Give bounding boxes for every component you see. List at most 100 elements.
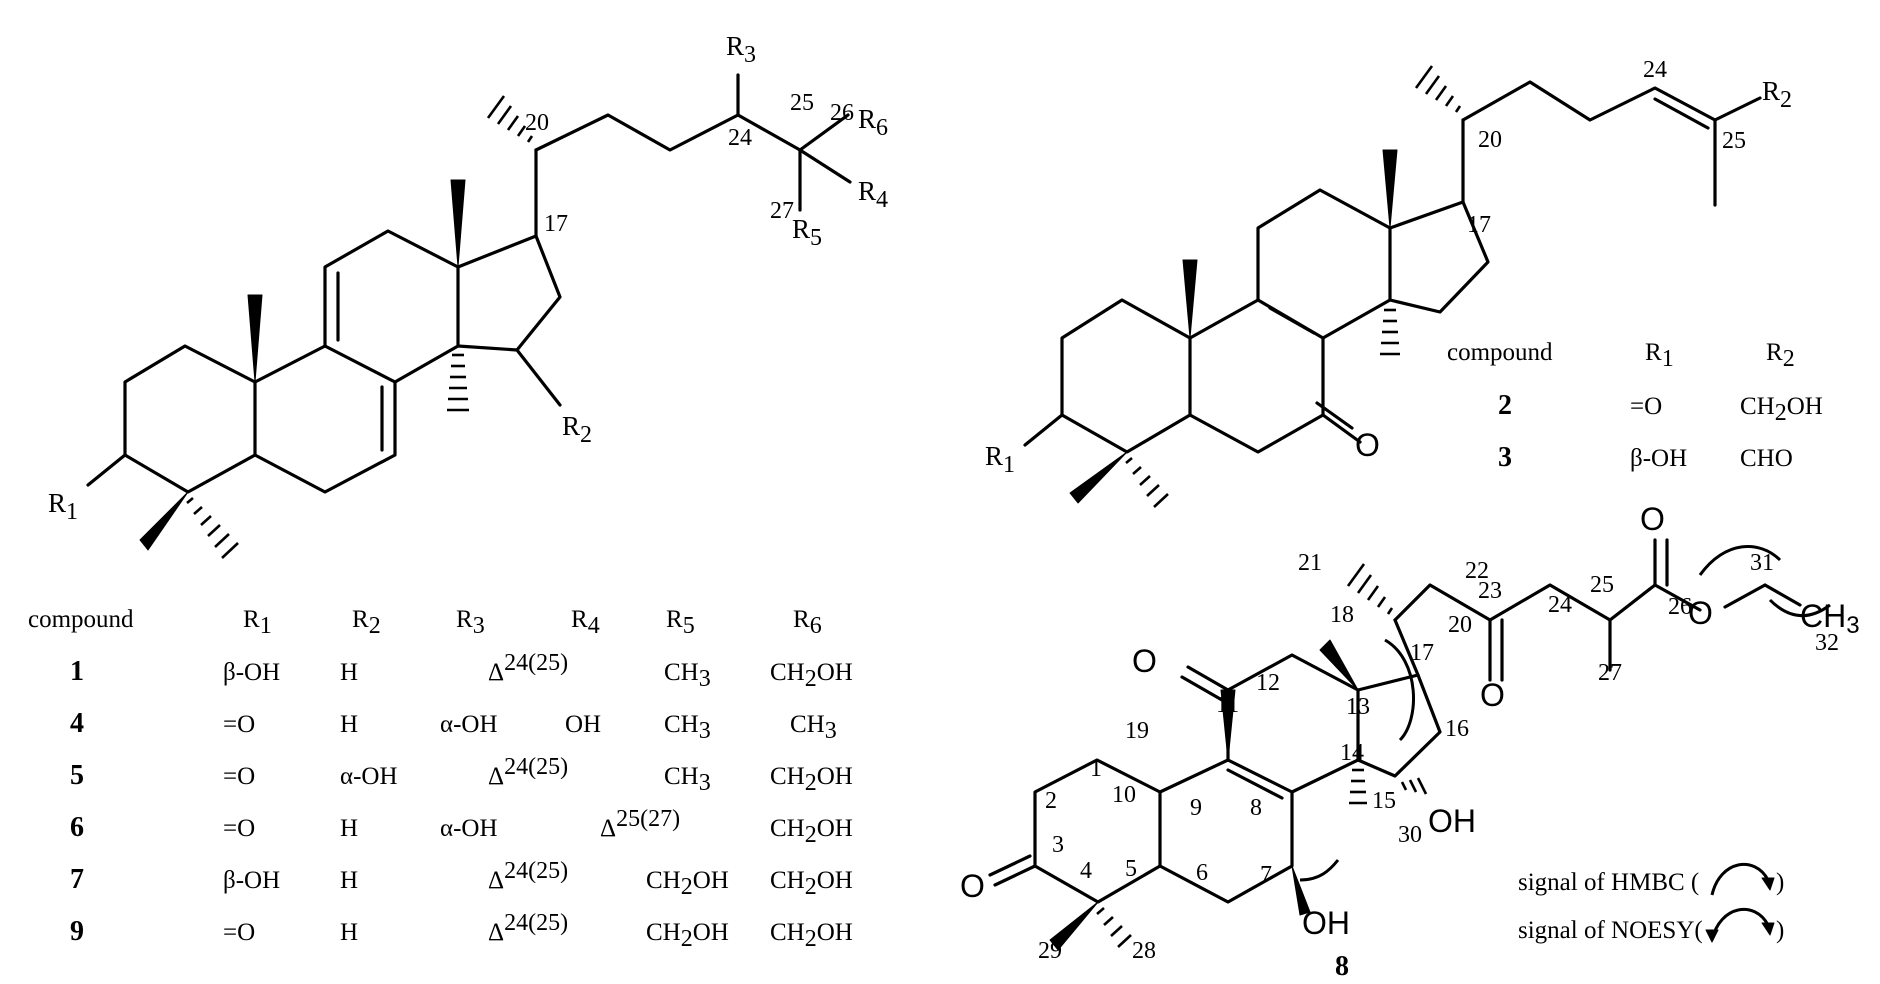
hash-bond <box>1414 65 1462 113</box>
cell-r1: =O <box>1630 393 1662 420</box>
locant: 13 <box>1346 694 1370 720</box>
compound-number: 3 <box>1498 442 1512 473</box>
locant: 11 <box>1216 692 1239 718</box>
cell-r4: OH <box>565 711 601 738</box>
cell-r2: H <box>340 659 358 686</box>
cell-r6: CH3 <box>790 711 837 744</box>
cell-delta: Δ24(25) <box>488 910 568 946</box>
compound-label: 8 <box>1335 951 1349 982</box>
locant: 17 <box>544 211 568 237</box>
locant: 29 <box>1038 938 1062 964</box>
locant: 9 <box>1190 795 1202 821</box>
table-header: R5 <box>666 606 695 639</box>
locant: 24 <box>728 125 752 151</box>
cell-r2: H <box>340 919 358 946</box>
locant: 31 <box>1750 550 1774 576</box>
cell-delta: Δ25(27) <box>600 806 680 842</box>
locant: 7 <box>1260 862 1272 888</box>
noesy-arrow-icon <box>1710 907 1770 941</box>
locant: 27 <box>1598 660 1622 686</box>
hash-bond <box>447 353 469 412</box>
structure-b: R2 R1 O 24 20 25 17 <box>985 57 1792 508</box>
locant: 17 <box>1467 212 1491 238</box>
hash-bond <box>1380 308 1400 356</box>
cell-r3: α-OH <box>440 815 498 842</box>
locant: 10 <box>1112 782 1136 808</box>
substituent-r1: R1 <box>985 441 1015 478</box>
locant: 16 <box>1445 716 1469 742</box>
locant: 26 <box>830 100 854 126</box>
cell-r5: CH3 <box>664 763 711 796</box>
noesy-legend-close: ) <box>1776 917 1784 944</box>
locant: 24 <box>1548 592 1572 618</box>
cell-r5: CH2OH <box>646 919 729 952</box>
compound-number: 1 <box>70 656 84 687</box>
hash-bond <box>1346 563 1394 615</box>
locant: 25 <box>1590 572 1614 598</box>
legend: signal of HMBC ( ) signal of NOESY( ) <box>1518 862 1784 944</box>
hmbc-legend: signal of HMBC ( <box>1518 869 1699 896</box>
cell-r1: =O <box>223 815 255 842</box>
noesy-arrowhead-icon <box>1761 922 1775 936</box>
cell-delta: Δ24(25) <box>488 754 568 790</box>
structure-a: R1 R2 R3 R4 R5 R6 20 24 25 26 17 27 <box>48 31 888 559</box>
table-header: compound <box>28 606 134 633</box>
locant: 2 <box>1045 788 1057 814</box>
locant: 15 <box>1372 788 1396 814</box>
locant: 19 <box>1125 718 1149 744</box>
table-header: compound <box>1447 339 1553 366</box>
locant: 1 <box>1090 756 1102 782</box>
hash-bond <box>1349 768 1367 805</box>
substituent-r3: R3 <box>726 31 756 68</box>
cell-r5: CH2OH <box>646 867 729 900</box>
table-header: R2 <box>352 606 381 639</box>
cell-r2: H <box>340 711 358 738</box>
hash-bond <box>1400 777 1428 795</box>
cell-r1: β-OH <box>1630 445 1687 472</box>
oxygen-atom: O <box>1688 595 1713 631</box>
locant: 5 <box>1125 856 1137 882</box>
locant: 12 <box>1256 670 1280 696</box>
hmbc-legend-close: ) <box>1776 869 1784 896</box>
substituent-r5: R5 <box>792 214 822 251</box>
structure-8: O O O O CH3 OH OH O 8 <box>960 501 1860 982</box>
locant: 8 <box>1250 795 1262 821</box>
locant: 6 <box>1196 860 1208 886</box>
locant: 17 <box>1410 640 1434 666</box>
cell-r2: H <box>340 867 358 894</box>
cell-r6: CH2OH <box>770 815 853 848</box>
substituent-r4: R4 <box>858 176 888 213</box>
hash-bond <box>486 95 534 143</box>
locant: 25 <box>790 90 814 116</box>
hmbc-arrow-icon <box>1710 862 1770 896</box>
cell-r6: CH2OH <box>770 919 853 952</box>
cell-r5: CH3 <box>664 711 711 744</box>
locant: 3 <box>1052 832 1064 858</box>
oxygen-atom: O <box>960 868 985 904</box>
locant: 20 <box>1448 612 1472 638</box>
oxygen-atom: O <box>1355 427 1380 463</box>
substituent-r6: R6 <box>858 104 888 141</box>
locant: 30 <box>1398 822 1422 848</box>
compound-number: 5 <box>70 760 84 791</box>
cell-r6: CH2OH <box>770 659 853 692</box>
table-header: R1 <box>243 606 272 639</box>
locant: 21 <box>1298 550 1322 576</box>
hash-bond <box>1096 907 1132 948</box>
cell-r2: α-OH <box>340 763 398 790</box>
cell-r1: =O <box>223 919 255 946</box>
oxygen-atom: O <box>1480 677 1505 713</box>
cell-r6: CH2OH <box>770 763 853 796</box>
cell-r1: =O <box>223 763 255 790</box>
substituent-r1: R1 <box>48 488 78 525</box>
locant: 28 <box>1132 938 1156 964</box>
locant: 18 <box>1330 602 1354 628</box>
table-header: R6 <box>793 606 822 639</box>
oxygen-atom: O <box>1132 643 1157 679</box>
locant: 32 <box>1815 630 1839 656</box>
locant: 24 <box>1643 57 1667 83</box>
